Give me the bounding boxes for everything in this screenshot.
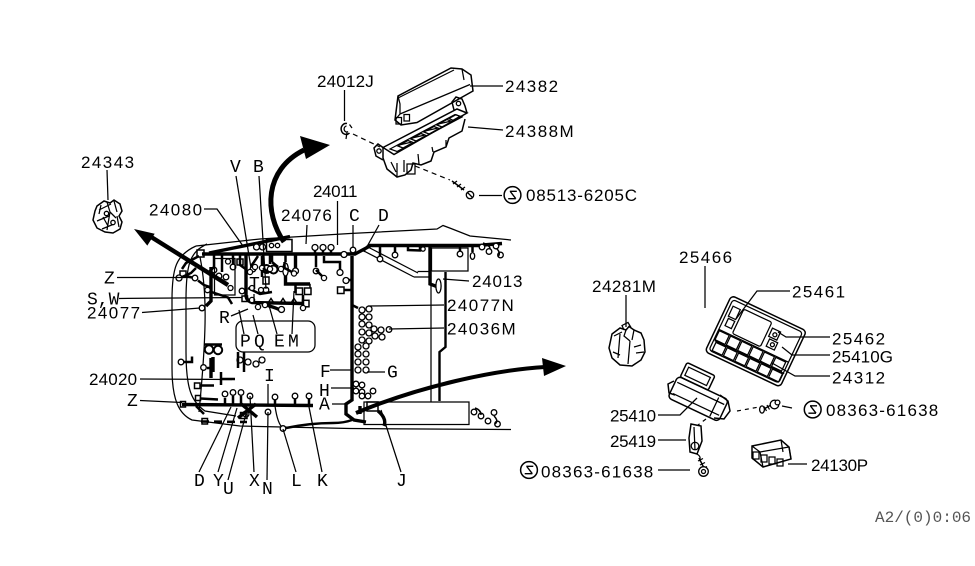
svg-text:P: P xyxy=(240,333,251,353)
svg-text:24077N: 24077N xyxy=(447,296,515,315)
svg-text:Z: Z xyxy=(127,392,138,412)
svg-text:A2/(0)0:06: A2/(0)0:06 xyxy=(875,509,971,527)
svg-text:R: R xyxy=(219,309,230,329)
svg-text:V: V xyxy=(230,158,241,178)
svg-text:S,W: S,W xyxy=(87,291,120,311)
svg-text:25410G: 25410G xyxy=(832,348,893,367)
svg-text:24020: 24020 xyxy=(89,370,137,389)
svg-text:25462: 25462 xyxy=(832,330,887,349)
svg-text:25419: 25419 xyxy=(610,432,656,451)
svg-text:N: N xyxy=(262,480,273,500)
svg-text:24076: 24076 xyxy=(281,206,333,225)
svg-text:25466: 25466 xyxy=(679,248,734,267)
svg-text:24130P: 24130P xyxy=(811,456,868,475)
svg-text:D: D xyxy=(194,472,205,492)
svg-text:24343: 24343 xyxy=(81,153,136,172)
svg-text:H: H xyxy=(319,382,330,402)
svg-text:J: J xyxy=(396,472,407,492)
svg-text:K: K xyxy=(317,472,328,492)
svg-text:25410: 25410 xyxy=(610,407,656,426)
svg-text:F: F xyxy=(320,363,331,383)
svg-text:24388M: 24388M xyxy=(505,122,575,141)
svg-text:Z: Z xyxy=(104,270,115,290)
svg-text:B: B xyxy=(253,158,264,178)
svg-text:M: M xyxy=(288,333,299,353)
svg-text:Q: Q xyxy=(254,333,265,353)
svg-text:24382: 24382 xyxy=(505,77,560,96)
svg-text:D: D xyxy=(378,207,389,227)
svg-text:24077: 24077 xyxy=(87,304,142,323)
svg-text:24080: 24080 xyxy=(149,201,204,220)
svg-text:L: L xyxy=(291,472,302,492)
svg-text:08513-6205C: 08513-6205C xyxy=(526,186,638,205)
svg-text:08363-61638: 08363-61638 xyxy=(541,463,654,482)
svg-text:24036M: 24036M xyxy=(447,320,517,339)
svg-text:08363-61638: 08363-61638 xyxy=(826,401,939,420)
svg-text:G: G xyxy=(387,364,398,384)
svg-text:C: C xyxy=(349,207,360,227)
svg-text:24281M: 24281M xyxy=(592,277,656,296)
svg-text:24013: 24013 xyxy=(472,272,523,291)
svg-text:24011: 24011 xyxy=(313,182,357,201)
svg-text:Y: Y xyxy=(213,472,224,492)
svg-text:A: A xyxy=(319,396,330,416)
svg-text:T: T xyxy=(249,275,260,295)
svg-text:U: U xyxy=(223,480,234,500)
svg-text:X: X xyxy=(249,472,260,492)
svg-text:E: E xyxy=(274,333,285,353)
svg-text:I: I xyxy=(264,367,275,387)
svg-text:25461: 25461 xyxy=(792,283,847,302)
svg-text:24312: 24312 xyxy=(832,369,887,388)
svg-text:24012J: 24012J xyxy=(317,72,374,91)
